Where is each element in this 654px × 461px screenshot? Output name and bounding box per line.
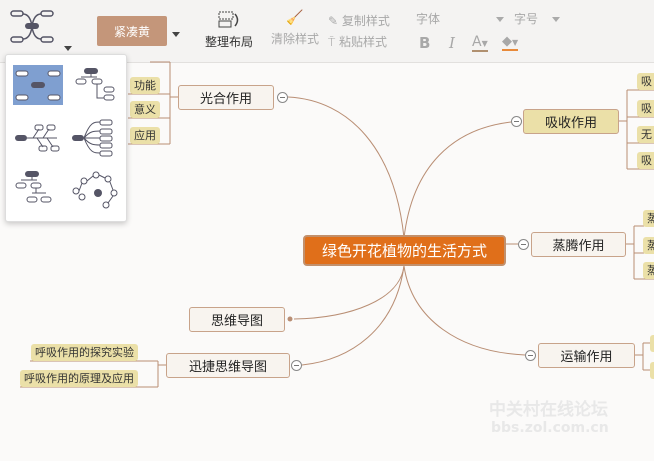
- chevron-down-icon: ▼: [512, 38, 519, 47]
- clear-style-label: 清除样式: [270, 32, 319, 46]
- copy-style-icon: ✎: [328, 14, 342, 28]
- right-tag: [650, 362, 654, 379]
- paste-style-label: 粘贴样式: [339, 35, 388, 49]
- org-chart-down-icon: [15, 171, 52, 203]
- clear-style-button[interactable]: 🧹 清除样式: [270, 10, 320, 52]
- tidy-layout-button[interactable]: 整理布局: [203, 10, 255, 52]
- bracket-layout-icon: [72, 119, 113, 157]
- right-tag: 蒸: [643, 210, 654, 227]
- free-layout-icon: [72, 171, 118, 209]
- org-chart-right-icon: [75, 68, 115, 101]
- node-xunjie-mindmap[interactable]: 迅捷思维导图: [166, 353, 290, 378]
- tidy-layout-label: 整理布局: [204, 35, 253, 49]
- left-tag: 呼吸作用的探究实验: [31, 344, 138, 361]
- tidy-layout-icon: [218, 11, 239, 28]
- italic-button[interactable]: I: [449, 34, 455, 52]
- connector-dot: [287, 316, 293, 322]
- node-transpiration[interactable]: 蒸腾作用: [531, 232, 626, 257]
- toolbar: 紧凑黄 整理布局 🧹 清除样式 ✎ 复制样式 ⍑ 粘贴样式 字体 字号 B I …: [0, 0, 654, 63]
- font-color-label: A: [472, 34, 482, 50]
- layout-option-bracket[interactable]: [70, 117, 120, 157]
- collapse-toggle[interactable]: [525, 350, 536, 361]
- font-dropdown-arrow: [496, 17, 504, 22]
- right-tag: [650, 335, 654, 352]
- right-tag: 蒸: [643, 237, 654, 254]
- central-topic[interactable]: 绿色开花植物的生活方式: [303, 235, 506, 266]
- layout-option-mindmap[interactable]: [13, 65, 63, 105]
- right-tag: 吸: [637, 152, 654, 169]
- theme-button[interactable]: 紧凑黄: [97, 16, 167, 46]
- left-tag: 呼吸作用的原理及应用: [20, 370, 138, 387]
- node-absorption[interactable]: 吸收作用: [523, 109, 619, 134]
- mindmap-layout-icon: [15, 70, 61, 101]
- node-photosynthesis[interactable]: 光合作用: [178, 85, 274, 110]
- right-tag: 吸: [637, 100, 654, 117]
- node-transport[interactable]: 运输作用: [538, 343, 635, 368]
- fill-color-button[interactable]: ◆▼: [502, 34, 519, 51]
- right-tag: 无: [637, 126, 654, 143]
- layout-dropdown-panel: [5, 54, 127, 222]
- collapse-toggle[interactable]: [277, 92, 288, 103]
- watermark-text: 中关村在线论坛: [489, 400, 608, 420]
- size-dropdown-arrow: [552, 17, 560, 22]
- copy-style-label: 复制样式: [341, 14, 390, 28]
- font-select-label: 字体: [416, 12, 441, 26]
- layout-option-org-right[interactable]: [70, 65, 120, 105]
- watermark-url: bbs.zol.com.cn: [491, 420, 609, 436]
- theme-dropdown-arrow[interactable]: [172, 32, 180, 37]
- collapse-toggle[interactable]: [511, 116, 522, 127]
- layout-option-free[interactable]: [70, 169, 120, 209]
- broom-icon: 🧹: [286, 10, 304, 26]
- bold-button[interactable]: B: [419, 34, 431, 52]
- paste-style-button[interactable]: ⍑ 粘贴样式: [328, 33, 387, 50]
- collapse-toggle[interactable]: [291, 360, 302, 371]
- right-tag: 蒸: [643, 262, 654, 279]
- fishbone-icon: [15, 124, 60, 152]
- right-tag: 吸: [637, 73, 654, 90]
- size-select[interactable]: 字号: [514, 10, 562, 27]
- font-color-button[interactable]: A▼: [472, 34, 488, 52]
- copy-style-button[interactable]: ✎ 复制样式: [328, 12, 390, 29]
- layout-button[interactable]: [8, 6, 64, 48]
- left-tag: 应用: [130, 127, 160, 144]
- collapse-toggle[interactable]: [518, 239, 529, 250]
- font-select[interactable]: 字体: [416, 10, 506, 27]
- paint-roller-icon: ⍑: [328, 35, 340, 49]
- left-tag: 意义: [130, 101, 160, 118]
- node-mindmap[interactable]: 思维导图: [189, 307, 285, 332]
- mindmap-layout-icon: [10, 10, 54, 43]
- size-select-label: 字号: [514, 12, 539, 26]
- layout-option-fishbone[interactable]: [13, 117, 63, 157]
- layout-dropdown-arrow[interactable]: [64, 46, 72, 51]
- layout-option-org-down[interactable]: [13, 169, 63, 209]
- left-tag: 功能: [130, 77, 160, 94]
- paint-bucket-icon: ◆: [502, 34, 512, 49]
- watermark: 中关村在线论坛 bbs.zol.com.cn: [455, 395, 609, 436]
- chevron-down-icon: ▼: [481, 39, 488, 48]
